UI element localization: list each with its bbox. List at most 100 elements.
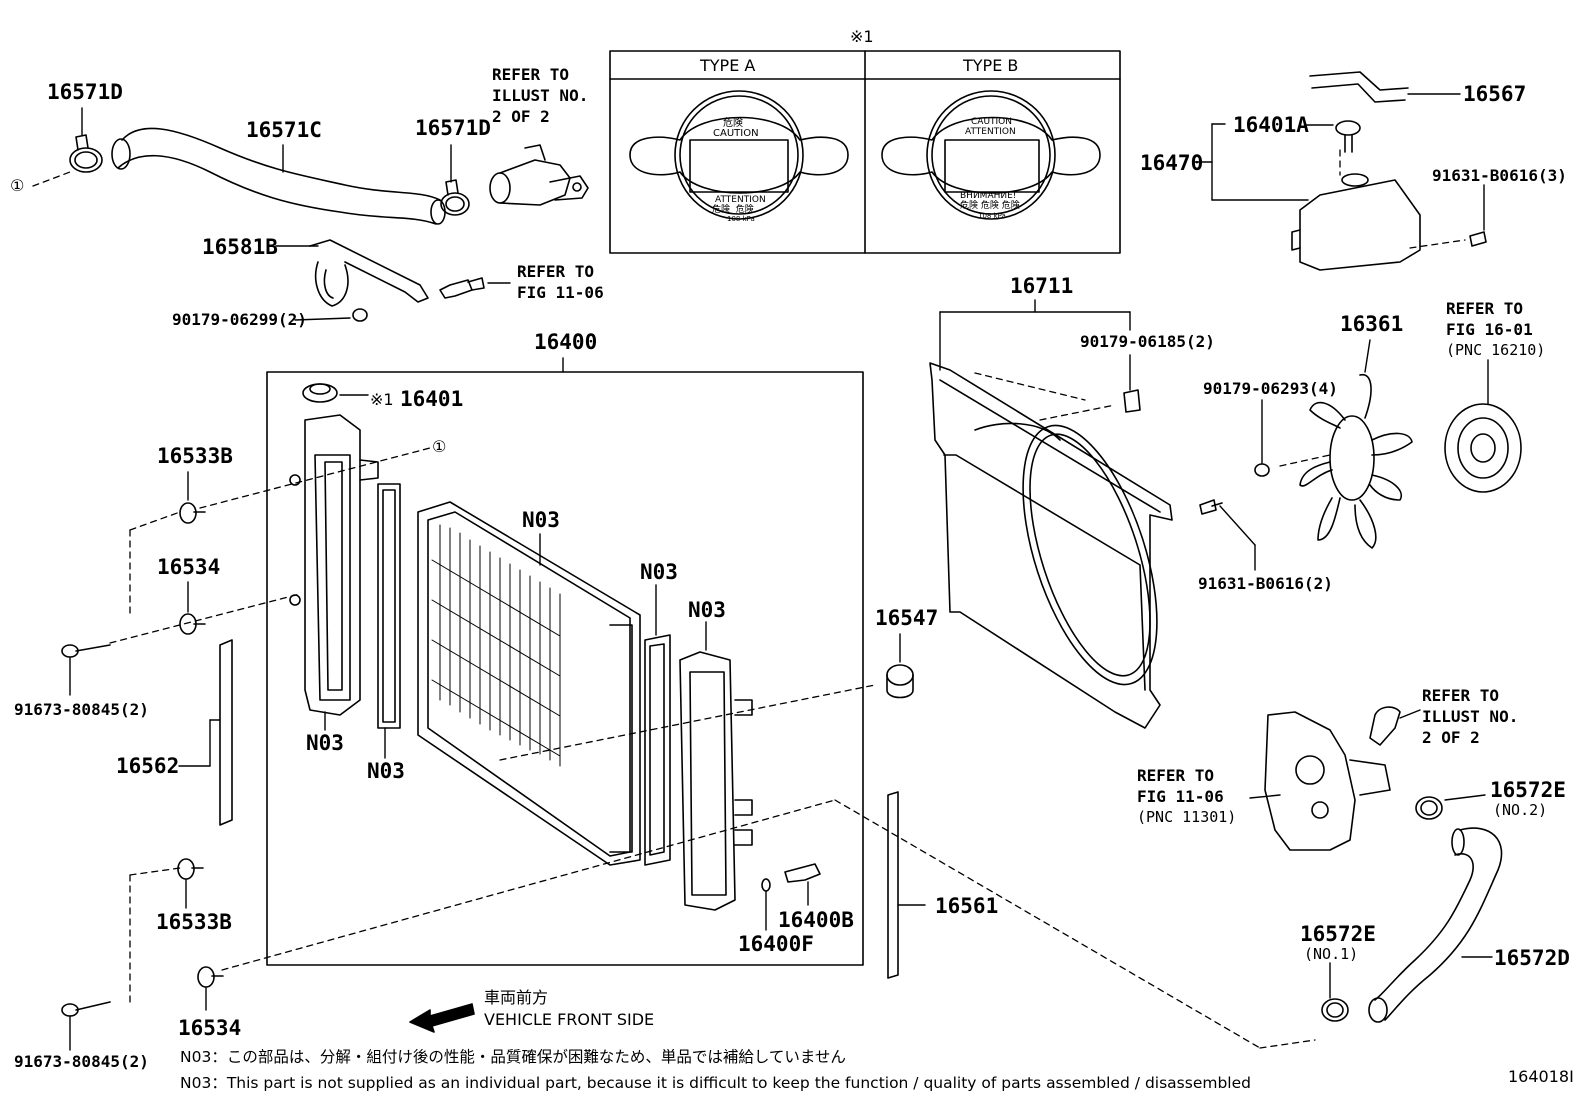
label-n03-right-tank: N03 — [688, 598, 726, 622]
water-pump — [1264, 711, 1391, 851]
label-16400F: 16400F — [738, 932, 814, 956]
ref-line: (PNC 16210) — [1446, 341, 1546, 359]
cooling-fan — [1299, 374, 1413, 549]
note-n03-jp: N03：この部品は、分解・組付け後の性能・品質確保が困難なため、単品では補給して… — [180, 1048, 846, 1066]
ref-line: REFER TO — [1137, 766, 1215, 785]
leader-lines — [69, 93, 1493, 1051]
label-16571D-mid: 16571D — [415, 116, 491, 140]
bolt-91673-top — [61, 644, 111, 658]
label-n03-core: N03 — [522, 508, 560, 532]
label-90179-06185: 90179-06185(2) — [1080, 332, 1215, 351]
label-16562: 16562 — [116, 754, 180, 778]
label-16533B-bottom: 16533B — [156, 910, 232, 934]
label-n03-left-tank: N03 — [306, 731, 344, 755]
lower-hose — [1368, 827, 1503, 1023]
label-16571C: 16571C — [246, 118, 322, 142]
ref-circle-radiator: ① — [432, 437, 447, 456]
ref-line: FIG 11-06 — [1137, 787, 1224, 806]
type-b-header: TYPE B — [963, 56, 1019, 75]
hose-clamp-16572E-no1 — [1321, 998, 1349, 1022]
label-16401A: 16401A — [1233, 113, 1309, 137]
radiator-core — [417, 501, 641, 866]
ref-line: ILLUST NO. — [1422, 707, 1519, 726]
ref-line: REFER TO — [1446, 299, 1524, 318]
grommet-16547 — [886, 664, 914, 699]
upper-hose — [111, 127, 446, 225]
note-n03-en: N03：This part is not supplied as an indi… — [180, 1074, 1251, 1092]
label-90179-06299: 90179-06299(2) — [172, 310, 307, 329]
ref-line: ILLUST NO. — [492, 86, 589, 105]
front-arrow-icon — [409, 1003, 475, 1033]
label-16534-bottom: 16534 — [178, 1016, 242, 1040]
ref-line: 2 OF 2 — [1422, 728, 1480, 747]
nut-90179-06293 — [1254, 463, 1270, 477]
ref-mark-star: ※1 — [370, 390, 394, 409]
radiator-right-tank — [679, 651, 753, 911]
ref-line: REFER TO — [517, 262, 595, 281]
label-16572E-no2: 16572E — [1490, 778, 1566, 802]
ref-fig-1601: REFER TO FIG 16-01 (PNC 16210) — [1446, 298, 1545, 361]
label-16534-top: 16534 — [157, 555, 221, 579]
ref-line: REFER TO — [492, 65, 570, 84]
label-16567: 16567 — [1463, 82, 1527, 106]
label-16561: 16561 — [935, 894, 999, 918]
type-a-header: TYPE A — [700, 56, 756, 75]
radiator-cap-box — [609, 50, 1121, 254]
assembly-guide-lines — [32, 149, 1466, 1049]
water-fitting-right — [1369, 706, 1401, 746]
label-16533B-top: 16533B — [157, 444, 233, 468]
fan-coupling — [1444, 403, 1522, 493]
cushion-16533B-top — [179, 502, 206, 524]
label-n03-left-seal: N03 — [367, 759, 405, 783]
drain-cock — [761, 863, 821, 892]
label-16572E-no1-sub: (NO.1) — [1304, 945, 1359, 963]
label-16361: 16361 — [1340, 312, 1404, 336]
ref-line: FIG 16-01 — [1446, 320, 1533, 339]
cap-b-attention: ATTENTION — [965, 127, 1016, 137]
cap-b-kpa: 108 kPa — [978, 212, 1006, 220]
hose-clamp-16572E-no2 — [1415, 796, 1443, 820]
cushion-16533B-bottom — [177, 858, 204, 880]
ref-fig-1106-pnc: REFER TO FIG 11-06 (PNC 11301) — [1137, 765, 1236, 828]
water-outlet — [489, 144, 589, 206]
label-91631-b0616-3: 91631-B0616(3) — [1432, 166, 1567, 185]
label-16572D: 16572D — [1494, 946, 1570, 970]
label-16572E-no1: 16572E — [1300, 922, 1376, 946]
label-16400B: 16400B — [778, 908, 854, 932]
label-16572E-no2-sub: (NO.2) — [1493, 801, 1548, 819]
figure-id: 164018I — [1508, 1067, 1574, 1086]
reserve-tank — [1291, 173, 1421, 271]
label-16581B: 16581B — [202, 235, 278, 259]
bolt-91631-b0616-2 — [1199, 499, 1223, 515]
cap-b-bottom: 危険 危険 危険 — [960, 201, 1020, 211]
reserve-cap — [1335, 120, 1361, 153]
label-16400: 16400 — [534, 330, 598, 354]
left-seal — [377, 483, 401, 729]
label-16470: 16470 — [1140, 151, 1204, 175]
radiator-assembly-box — [266, 371, 864, 966]
label-91673-top: 91673-80845(2) — [14, 700, 149, 719]
sensor — [439, 277, 485, 299]
label-90179-06293: 90179-06293(4) — [1203, 379, 1338, 398]
cap-a-attention: ATTENTION — [715, 195, 766, 205]
right-seal — [644, 634, 671, 866]
cap-b-vnimanie: ВНИМАНИЕ! — [960, 191, 1017, 201]
nut-90179-06299 — [352, 308, 368, 322]
label-16711: 16711 — [1010, 274, 1074, 298]
clip-90179-06185 — [1123, 389, 1141, 413]
ref-line: (PNC 11301) — [1137, 808, 1237, 826]
label-91631-b0616-2: 91631-B0616(2) — [1198, 574, 1333, 593]
ref-line: FIG 11-06 — [517, 283, 604, 302]
cap-a-warn-top: 危険 — [723, 118, 743, 129]
bolt-91631-b0616-3 — [1469, 231, 1487, 247]
ref-fig-1106-top: REFER TO FIG 11-06 — [517, 261, 604, 303]
label-91673-bottom: 91673-80845(2) — [14, 1052, 149, 1071]
radiator-left-tank — [289, 414, 379, 716]
cap-a-kpa: 108 kPa — [727, 215, 755, 223]
cap-a-caution: CAUTION — [713, 128, 759, 139]
label-16571D-left: 16571D — [47, 80, 123, 104]
